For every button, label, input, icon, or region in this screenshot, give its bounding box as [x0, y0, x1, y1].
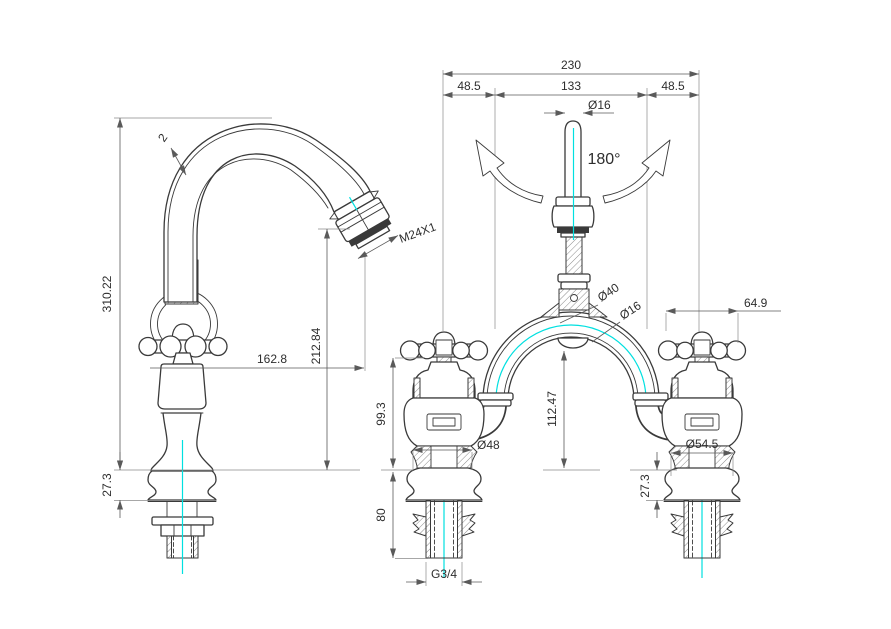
handle-ball	[159, 335, 182, 358]
dim-line-aerator-thread	[357, 235, 399, 259]
dim-aerator-thread: M24X1	[397, 220, 438, 246]
arch-end-collar	[479, 399, 512, 407]
dim-spout-reach: 162.8	[257, 352, 287, 366]
dim-wall-thickness: 2	[155, 131, 170, 145]
arch-band	[483, 312, 659, 400]
dim-handle-span: 64.9	[744, 296, 768, 310]
dim-right-base-dia: Ø54.5	[686, 437, 719, 451]
dim-offset-left: 48.5	[457, 79, 481, 93]
spout-tube	[163, 123, 371, 303]
arch-end-collar	[634, 399, 667, 407]
handle-dome	[171, 323, 195, 342]
dim-hub-dia: Ø40	[595, 280, 622, 304]
shank-wall-section	[193, 535, 199, 559]
aerator-centerline	[348, 196, 358, 211]
swivel-arrow-right	[602, 139, 671, 204]
dim-pipe-dia: Ø16	[617, 298, 644, 322]
leader-hub-dia	[559, 304, 599, 324]
dim-spread: 230	[561, 58, 581, 72]
dimensions-front-view: 230 48.5 133 48.5 Ø16 180° Ø40 Ø16 64.9 …	[374, 58, 781, 586]
arch-outer-edge	[482, 311, 660, 401]
spout-wall-inner-line	[192, 158, 329, 303]
arch-inner-wall	[503, 332, 639, 401]
dim-line-wall-thickness	[170, 147, 187, 176]
hub-fillet	[540, 302, 560, 318]
dim-base-height-front: 27.3	[638, 474, 652, 498]
cross-handle-side	[138, 323, 228, 365]
handle-ball	[184, 335, 207, 358]
arch-end-collar	[632, 392, 669, 401]
arch-waterway-centerline	[495, 324, 647, 401]
label-swivel-angle: 180°	[587, 151, 620, 168]
spout-riser	[540, 235, 608, 318]
arch-inner-edge	[507, 336, 635, 401]
dim-center-span: 133	[561, 79, 581, 93]
dim-left-base-dia: Ø48	[477, 438, 500, 452]
front-section-view	[399, 70, 747, 579]
hub-fillet	[588, 302, 608, 318]
spout-wall-inner-line	[167, 128, 365, 303]
shank-wall-section	[166, 535, 172, 559]
arch-outer-wall	[486, 315, 656, 401]
dim-total-height: 310.22	[100, 275, 114, 312]
riser-collar	[560, 281, 588, 290]
riser-collar	[557, 273, 591, 283]
side-view	[138, 123, 392, 574]
dim-inlet-thread: G3/4	[431, 567, 457, 581]
dim-shank-length: 80	[374, 508, 388, 522]
dim-base-height-side: 27.3	[100, 473, 114, 497]
dim-handle-height: 99.3	[374, 402, 388, 426]
dim-outlet-height: 212.84	[309, 327, 323, 364]
dim-clearance-height: 112.47	[545, 391, 559, 427]
body-bell	[157, 363, 207, 410]
aerator-tab	[329, 212, 339, 220]
handle-ball	[208, 336, 228, 357]
leader-pipe-dia	[591, 321, 621, 343]
dim-spout-outlet-dia: Ø16	[588, 98, 611, 112]
aerator-split-line	[356, 208, 369, 231]
bridge-arch	[477, 311, 669, 407]
hub-screw	[570, 294, 578, 302]
left-valve	[399, 331, 489, 579]
spout-swan-neck	[163, 123, 371, 303]
handle-ball	[138, 336, 158, 357]
arch-end-collar	[477, 392, 514, 401]
swivel-arrow-left	[475, 139, 544, 204]
handle-stem	[172, 352, 194, 365]
right-valve	[657, 331, 747, 579]
swivel-spout-front	[551, 120, 595, 240]
hub-boss-underside	[557, 337, 589, 349]
aerator-tab	[370, 190, 379, 199]
bridge-elbows	[468, 403, 674, 441]
riser-tube-section	[565, 235, 583, 275]
dim-offset-right: 48.5	[661, 79, 685, 93]
